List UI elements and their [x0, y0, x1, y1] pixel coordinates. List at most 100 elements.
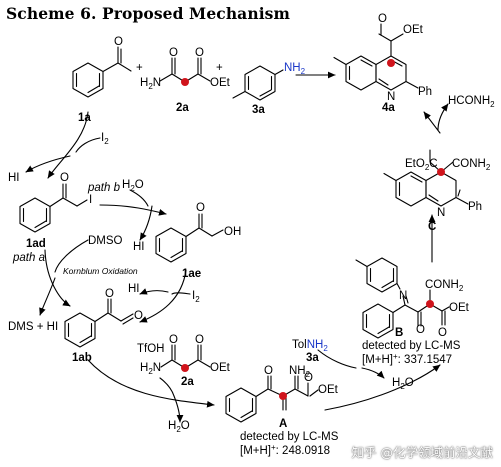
atom-o-1ab-2: O: [134, 310, 143, 322]
atom-oet-2a-mid: OEt: [210, 362, 231, 374]
atom-n-C: N: [437, 207, 445, 219]
atom-oet-B: OEt: [449, 302, 470, 314]
highlight-dot-B: [426, 300, 434, 308]
label-C: C: [428, 221, 436, 233]
label-A: A: [279, 418, 287, 430]
reagent-tfoh: TfOH: [137, 343, 164, 355]
compound-1ae-structure: [155, 213, 224, 263]
arrow-i2-low-in: [171, 292, 191, 295]
atom-nh2-3a-top: NH2: [284, 62, 306, 76]
compound-B-structure: [355, 257, 450, 339]
compound-3a-structure: [232, 65, 284, 101]
arrow-h2o-bottom-out: [173, 395, 184, 423]
atom-h2n-2a-top: H2N: [140, 77, 161, 91]
atom-o-4a: O: [378, 13, 387, 25]
label-1ad: 1ad: [26, 238, 46, 250]
atom-n-B: N: [399, 290, 407, 302]
arrow-1ab-to-A: [87, 359, 215, 408]
arrow-1a-to-1ad: [47, 111, 89, 179]
label-1ab: 1ab: [72, 352, 92, 364]
arrow-hi-mid-out: [139, 205, 153, 241]
atom-h2n-2a-mid: H2N: [140, 362, 161, 376]
arrow-i2-in: [75, 137, 101, 153]
arrow-h2o-in: [129, 189, 149, 207]
label-path-b: path b: [87, 182, 121, 194]
label-3a-top: 3a: [252, 104, 265, 116]
label-1a: 1a: [78, 112, 91, 124]
atom-ph-4a: Ph: [418, 86, 432, 98]
arrow-C-to-4a: [423, 111, 441, 134]
atom-oet-A: OEt: [318, 384, 339, 396]
arrow-hi-low-out: [139, 288, 169, 295]
label-path-a: path a: [12, 252, 45, 264]
atom-o-2a-mid-2: O: [195, 334, 204, 346]
reagent-tol-nh2: TolNH2: [292, 339, 328, 353]
label-B: B: [395, 327, 403, 339]
watermark-text: 知乎 @化学领域前沿文献: [351, 445, 493, 460]
atom-eto2c-C: EtO2C: [405, 158, 438, 172]
arrow-hconh2-out: [437, 103, 449, 131]
arrow-3a-mid-in: [317, 349, 357, 369]
highlight-dot-C: [437, 168, 445, 176]
arrow-1ae-to-1ab: [139, 269, 187, 323]
compound-1ad-structure: [19, 183, 88, 233]
reagent-h2o-pathb: H2O: [122, 179, 144, 193]
reagent-dms-hi: DMS + HI: [8, 321, 58, 333]
compound-1ab-structure: [64, 298, 134, 348]
atom-o-A-1: O: [264, 365, 273, 377]
plus-2: +: [216, 62, 223, 74]
atom-o-1ad: O: [60, 172, 69, 184]
label-2a-mid: 2a: [181, 376, 194, 388]
atom-ph-C: Ph: [468, 201, 482, 213]
detection-A-line1: detected by LC-MS: [240, 431, 339, 443]
arrow-hi-top-out: [25, 155, 71, 173]
atom-o-2a-top-2: O: [195, 47, 204, 59]
label-4a: 4a: [382, 102, 395, 114]
compound-4a-structure: [333, 23, 419, 91]
compound-2a-structure: [159, 57, 211, 83]
plus-1: +: [136, 62, 143, 74]
detection-A-line2: [M+H]+: 248.0918: [240, 443, 330, 457]
compound-1a-structure: [72, 46, 132, 98]
arrow-2a-mid-in: [159, 377, 175, 397]
detection-B-line1: detected by LC-MS: [362, 340, 461, 352]
atom-oet-4a: OEt: [403, 24, 424, 36]
arrow-dms-out: [39, 277, 56, 316]
atom-oet-2a-top: OEt: [210, 77, 231, 89]
atom-o-B: O: [416, 324, 425, 336]
highlight-dot-4a: [387, 59, 395, 67]
atom-conh2-C: CONH2: [452, 158, 491, 172]
atom-o-A-2: O: [304, 372, 313, 384]
scheme-title: Scheme 6. Proposed Mechanism: [6, 4, 291, 23]
reagent-i2-top: I2: [101, 132, 109, 146]
atom-nh2-A: NH2: [289, 365, 311, 379]
reagent-hi-low: HI: [128, 283, 140, 295]
reagent-dmso: DMSO: [88, 235, 123, 247]
atom-o-1a: O: [114, 36, 123, 48]
compound-2a-mid-structure: [160, 344, 211, 369]
atom-o-2a-mid-1: O: [169, 334, 178, 346]
reagent-hi-top: HI: [8, 172, 20, 184]
reagent-h2o-right: H2O: [392, 377, 414, 391]
arrow-pathb: [99, 204, 167, 216]
detection-B-line2: [M+H]+: 337.1547: [362, 352, 452, 366]
reagent-hconh2: HCONH2: [448, 95, 495, 109]
atom-oh-1ae: OH: [224, 226, 241, 238]
label-kornblum: Kornblum Oxidation: [63, 266, 138, 276]
highlight-dot-2a-mid: [181, 364, 189, 372]
arrow-patha: [44, 249, 71, 307]
label-1ae: 1ae: [182, 268, 201, 280]
label-3a-mid: 3a: [306, 352, 319, 364]
atom-o-B-ester: O: [438, 327, 447, 339]
arrow-h2o-right-out: [361, 367, 385, 379]
compound-A-structure: [225, 375, 319, 423]
arrow-A-to-B: [324, 364, 441, 411]
reagent-hi-mid: HI: [133, 241, 145, 253]
atom-i-1ad: I: [89, 194, 92, 206]
reagent-h2o-bottom: H2O: [168, 420, 190, 434]
highlight-dot-2a: [181, 78, 189, 86]
atom-conh2-B: CONH2: [425, 279, 464, 293]
atom-o-2a-top-1: O: [169, 47, 178, 59]
